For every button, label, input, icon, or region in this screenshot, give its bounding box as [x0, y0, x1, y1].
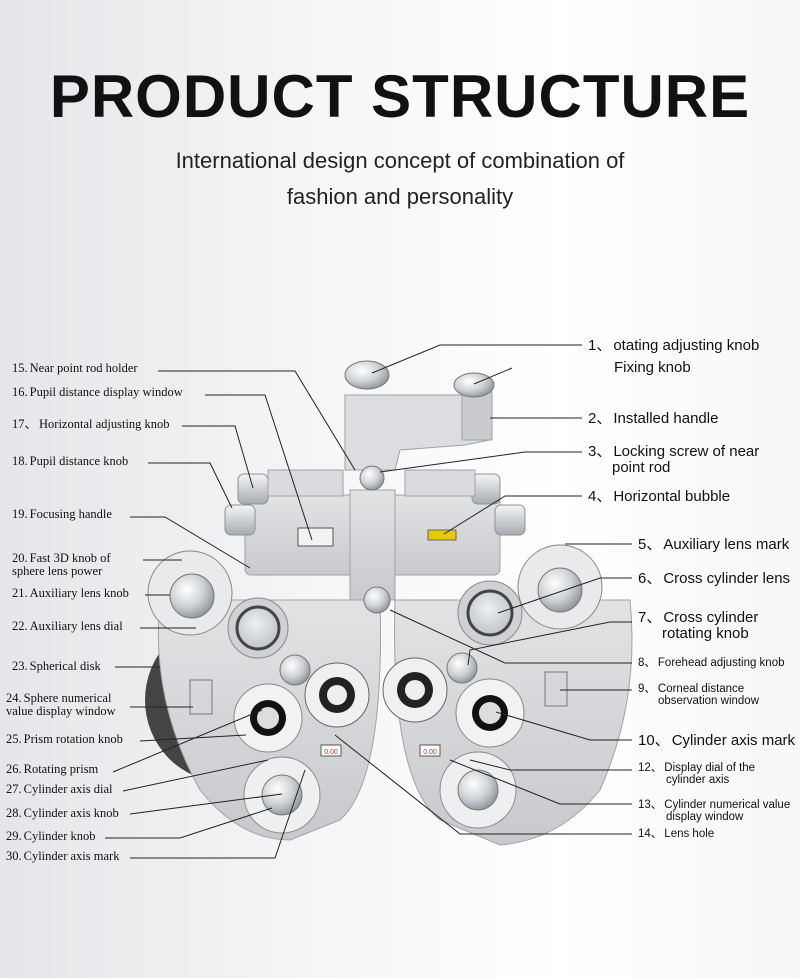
subtitle-line-1: International design concept of combinat… — [175, 148, 625, 173]
label-8: 8、Forehead adjusting knob — [638, 657, 785, 669]
label-1: 1、otating adjusting knob — [588, 337, 760, 354]
label-27: 27.Cylinder axis dial — [6, 782, 113, 796]
label-10: 10、Cylinder axis mark — [638, 732, 796, 749]
label-fixing-knob: Fixing knob — [614, 359, 691, 376]
label-19: 19.Focusing handle — [12, 507, 112, 521]
label-15: 15.Near point rod holder — [12, 361, 138, 375]
fixing-knob — [453, 372, 495, 398]
forehead-knob — [363, 586, 391, 614]
label-5: 5、Auxiliary lens mark — [638, 536, 790, 553]
label-17: 17、Horizontal adjusting knob — [12, 417, 170, 431]
left-value-window — [320, 744, 342, 757]
label-16: 16.Pupil distance display window — [12, 385, 183, 399]
horizontal-bubble — [427, 529, 457, 541]
label-2: 2、Installed handle — [588, 410, 719, 427]
label-21: 21.Auxiliary lens knob — [12, 586, 129, 600]
label-29: 29.Cylinder knob — [6, 829, 96, 843]
label-26: 26.Rotating prism — [6, 762, 99, 776]
label-30: 30.Cylinder axis mark — [6, 849, 120, 863]
subtitle-line-2: fashion and personality — [286, 184, 514, 209]
locking-screw — [359, 465, 385, 491]
label-23: 23.Spherical disk — [12, 659, 101, 673]
pupil-distance-window — [297, 527, 334, 547]
label-25: 25.Prism rotation knob — [6, 732, 123, 746]
label-6: 6、Cross cylinder lens — [638, 570, 791, 587]
label-22: 22.Auxiliary lens dial — [12, 619, 123, 633]
label-4: 4、Horizontal bubble — [588, 488, 731, 505]
center-column — [349, 489, 396, 601]
label-18: 18.Pupil distance knob — [12, 454, 129, 468]
label-14: 14、Lens hole — [638, 828, 715, 840]
left-value-text: 0.00 — [324, 749, 338, 756]
right-value-window — [419, 744, 441, 757]
label-28: 28.Cylinder axis knob — [6, 806, 119, 820]
right-value-text: 0.00 — [423, 749, 437, 756]
rotating-knob — [344, 360, 390, 390]
page-title: PRODUCT STRUCTURE — [49, 63, 751, 130]
